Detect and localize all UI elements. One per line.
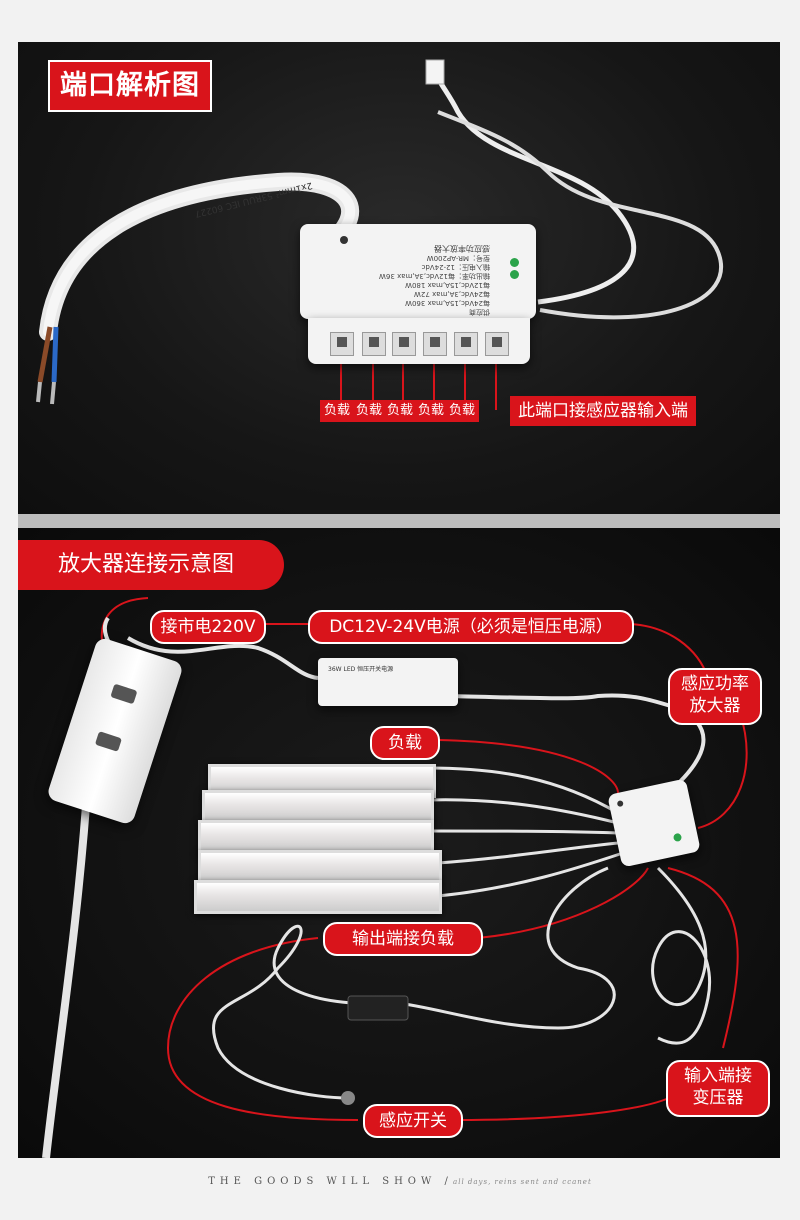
input-label: 输入端接 变压器 (666, 1060, 770, 1117)
mains-label: 接市电220V (150, 610, 266, 644)
sensor-port-label: 此端口接感应器输入端 (510, 396, 696, 426)
panel-title: 放大器连接示意图 (18, 540, 285, 590)
footer-subtext: all days, reins sent and ccanet (453, 1178, 592, 1186)
led-icon (510, 270, 519, 279)
led-icon (672, 832, 683, 843)
sensor-dot (616, 800, 624, 808)
load-label: 负载 (370, 726, 440, 760)
sensor-dot (340, 236, 348, 244)
sensor-input-port (485, 332, 509, 356)
input-label-line: 输入端接 (684, 1066, 752, 1086)
output-port (362, 332, 386, 356)
port-strip (308, 318, 530, 364)
led-light-bar (198, 820, 434, 854)
load-label: 负载 (383, 400, 418, 422)
load-label: 负载 (320, 400, 355, 422)
sensor-label: 感应开关 (363, 1104, 463, 1138)
led-driver: 36W LED 恒压开关电源 (318, 658, 458, 706)
amplifier-box: 感应功率放大器 型号：MR-AP200W 输入电压：12-24Vdc 输出功率：… (300, 224, 536, 319)
footer: THE GOODS WILL SHOW / all days, reins se… (208, 1176, 592, 1187)
output-port (392, 332, 416, 356)
led-icon (510, 258, 519, 267)
port-diagram-panel: 端口解析图 2x1mm² 53RUU IEC 60227 (18, 42, 780, 514)
footer-text: THE GOODS WILL SHOW (208, 1176, 437, 1187)
device-label: 每12Vdc,15A,max 180W (405, 281, 490, 289)
load-label: 负载 (445, 400, 480, 422)
led-light-bar (198, 850, 442, 884)
driver-label: 36W LED 恒压开关电源 (328, 666, 394, 673)
device-label: 每24Vdc,3A,max 72W (414, 290, 490, 298)
device-label: 输出功率：每12Vdc,3A,max 36W (379, 272, 490, 280)
power-supply-label: DC12V-24V电源（必须是恒压电源） (308, 610, 634, 644)
device-label: 型号：MR-AP200W (426, 254, 490, 262)
input-label-line: 变压器 (692, 1088, 744, 1108)
socket-icon (94, 731, 123, 752)
device-label: 输入电压：12-24Vdc (421, 263, 490, 271)
cable-graphics (36, 59, 724, 410)
amplifier-label: 感应功率 放大器 (668, 668, 762, 725)
output-port (423, 332, 447, 356)
panel-title: 端口解析图 (48, 60, 212, 112)
amplifier-label-line: 放大器 (689, 696, 741, 716)
section-divider (18, 514, 780, 528)
output-label: 输出端接负载 (323, 922, 483, 956)
output-port (454, 332, 478, 356)
load-label: 负载 (352, 400, 387, 422)
wiring-graphics (42, 597, 748, 1158)
led-light-bar (194, 880, 442, 914)
device-label: 感应功率放大器 (434, 244, 490, 253)
device-label: 供应商 (469, 308, 490, 316)
output-port (330, 332, 354, 356)
led-light-bar (202, 790, 434, 824)
socket-icon (110, 683, 138, 705)
amplifier-label-line: 感应功率 (681, 674, 749, 694)
device-label: 每24Vdc,15A,max 360W (405, 299, 490, 307)
load-label: 负载 (414, 400, 449, 422)
connection-diagram-panel: 放大器连接示意图 (18, 528, 780, 1158)
